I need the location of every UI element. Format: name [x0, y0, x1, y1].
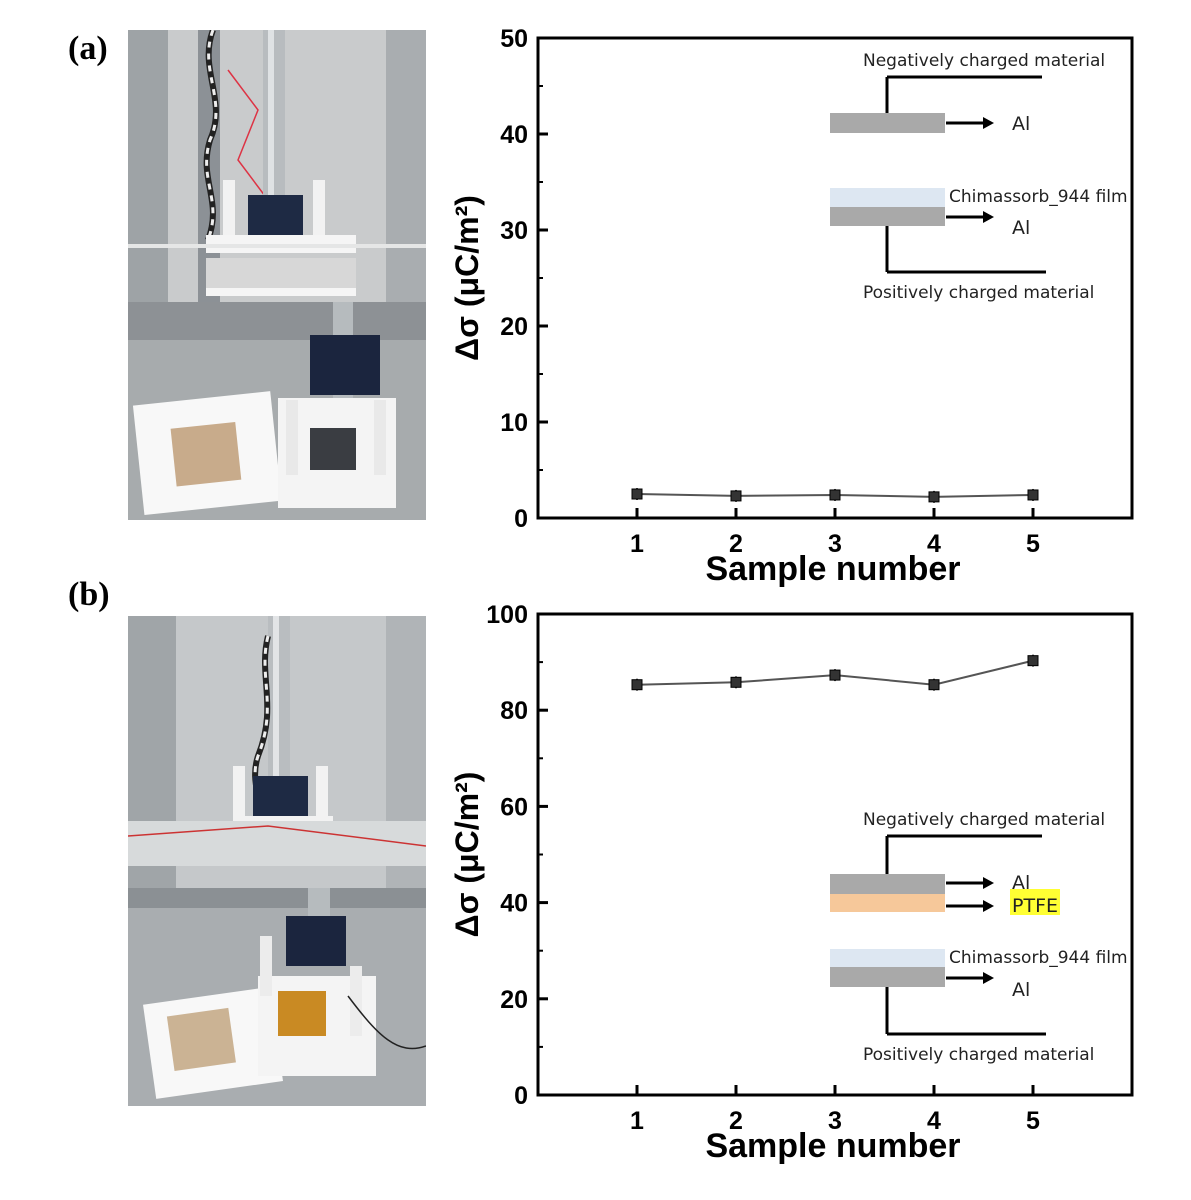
data-point — [928, 491, 940, 503]
test-rig-photo-b — [128, 616, 426, 1106]
data-point — [829, 489, 841, 501]
inset-a-al-layer-2 — [830, 207, 945, 226]
inset-b-al-layer-2 — [830, 967, 945, 987]
x-tick-label: 4 — [927, 530, 941, 558]
test-rig-photo-a — [128, 30, 426, 520]
y-tick-label: 40 — [500, 121, 528, 149]
x-tick-label: 1 — [630, 530, 644, 558]
inset-a-film-layer — [830, 188, 945, 208]
inset-b: Negatively charged material Al PTFE Chim… — [830, 810, 1128, 1065]
x-axis-label: Sample number — [705, 1127, 960, 1165]
inset-b-top-text: Negatively charged material — [863, 810, 1105, 830]
inset-a: Negatively charged material Al Chimassor… — [830, 51, 1128, 303]
x-tick-label: 3 — [828, 1107, 842, 1135]
inset-b-bottom-text: Positively charged material — [863, 1045, 1094, 1065]
y-axis-label: Δσ (μC/m²) — [449, 195, 485, 361]
inset-a-layer2: Al — [1012, 217, 1030, 239]
inset-b-ptfe-layer — [830, 894, 945, 912]
x-axis-label: Sample number — [705, 550, 960, 588]
y-tick-label: 100 — [486, 601, 528, 629]
x-tick-label: 5 — [1026, 1107, 1040, 1135]
inset-b-ptfe: PTFE — [1012, 895, 1058, 917]
inset-b-al-layer — [830, 874, 945, 894]
inset-a-al-layer — [830, 113, 945, 133]
y-tick-label: 0 — [514, 505, 528, 533]
y-tick-label: 60 — [500, 793, 528, 821]
data-point — [631, 488, 643, 500]
x-tick-label: 2 — [729, 530, 743, 558]
data-point — [1027, 489, 1039, 501]
data-point — [928, 679, 940, 691]
y-tick-label: 50 — [500, 25, 528, 53]
data-point — [829, 669, 841, 681]
x-tick-label: 4 — [927, 1107, 941, 1135]
data-point — [1027, 655, 1039, 667]
data-point — [730, 490, 742, 502]
y-tick-label: 40 — [500, 890, 528, 918]
ptfe-highlight — [1010, 889, 1060, 915]
inset-a-bottom-text: Positively charged material — [863, 283, 1094, 303]
y-tick-label: 80 — [500, 697, 528, 725]
inset-a-layer1: Al — [1012, 113, 1030, 135]
panel-a-label: (a) — [68, 30, 108, 67]
inset-b-layer1: Al — [1012, 872, 1030, 894]
y-tick-label: 0 — [514, 1082, 528, 1110]
data-point — [631, 679, 643, 691]
y-axis-label: Δσ (μC/m²) — [449, 772, 485, 938]
inset-b-film: Chimassorb_944 film — [949, 948, 1128, 968]
data-point — [730, 676, 742, 688]
y-tick-label: 10 — [500, 409, 528, 437]
panel-b-label: (b) — [68, 576, 110, 613]
inset-a-film: Chimassorb_944 film — [949, 187, 1128, 207]
x-tick-label: 2 — [729, 1107, 743, 1135]
y-tick-label: 20 — [500, 313, 528, 341]
inset-b-film-layer — [830, 949, 945, 968]
x-tick-label: 1 — [630, 1107, 644, 1135]
x-tick-label: 5 — [1026, 530, 1040, 558]
y-tick-label: 30 — [500, 217, 528, 245]
x-tick-label: 3 — [828, 530, 842, 558]
y-tick-label: 20 — [500, 986, 528, 1014]
inset-b-layer2: Al — [1012, 979, 1030, 1001]
inset-a-top-text: Negatively charged material — [863, 51, 1105, 71]
